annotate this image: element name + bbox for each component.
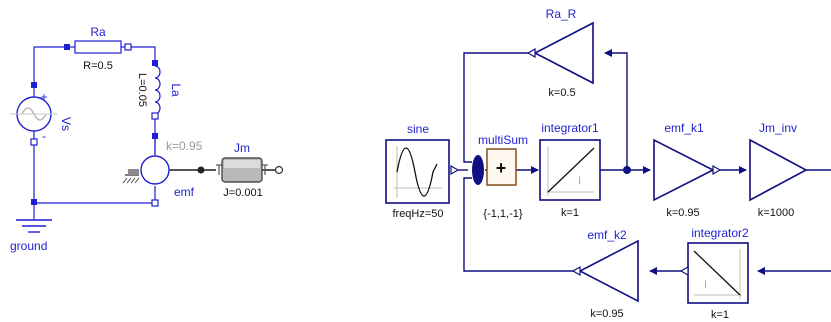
integrator1-param: k=1 [561,207,579,219]
block-diagram: sine freqHz=50 + multiSum {-1,1,-1} I in… [385,7,831,321]
multisum-name: multiSum [478,133,528,147]
multisum-block[interactable]: + multiSum {-1,1,-1} [478,133,528,220]
inductor-param: L=0.05 [136,73,148,107]
integrator2-name: integrator2 [691,226,749,240]
ra-r-name: Ra_R [546,7,577,21]
junction-dot [623,166,631,174]
electrical-circuit: Ra R=0.5 La L=0.05 + - Vs [10,25,284,253]
input-splitter [472,155,484,185]
ground-symbol[interactable]: ground [10,199,52,253]
wire-current-rar [604,49,628,170]
sine-name: sine [407,122,429,136]
inductor-name: La [169,83,183,97]
emf-k2-name: emf_k2 [587,228,627,242]
emf-k2-gain[interactable]: emf_k2 k=0.95 [571,228,639,320]
wire-vs-ra [33,46,69,85]
ground-name: ground [10,239,47,253]
wire-ra-la [128,46,156,63]
wire-rar-sum [463,52,530,163]
integrator1-icon-label: I [578,175,581,187]
ra-r-gain[interactable]: Ra_R k=0.5 [526,7,594,99]
jm-inv-param: k=1000 [758,207,794,219]
vs-plus: + [40,90,47,104]
integrator2-param: k=1 [711,309,729,321]
sine-block[interactable]: sine freqHz=50 [385,122,460,220]
sine-wave-icon [396,147,438,197]
inertia-name: Jm [234,141,250,155]
resistor-ra[interactable]: Ra R=0.5 [64,25,132,72]
ra-r-param: k=0.5 [548,87,575,99]
integrator1-block[interactable]: I integrator1 k=1 [539,121,601,219]
sine-param: freqHz=50 [392,208,443,220]
vs-minus: - [42,129,46,143]
emf-param: k=0.95 [166,139,203,153]
emf-name: emf [174,185,195,199]
emf-k1-gain[interactable]: emf_k1 k=0.95 [653,121,722,219]
emf-k1-name: emf_k1 [664,121,704,135]
emf-converter[interactable]: k=0.95 emf [122,133,203,207]
wire-bottom [33,142,156,204]
resistor-param: R=0.5 [83,60,113,72]
jm-inv-gain[interactable]: Jm_inv k=1000 [749,121,808,219]
wire-emfk2-sum [463,177,575,272]
emf-k1-param: k=0.95 [666,207,699,219]
resistor-name: Ra [90,25,106,39]
inductor-la[interactable]: La L=0.05 [136,60,183,120]
inertia-jm[interactable]: Jm J=0.001 [197,141,284,199]
voltage-source-vs[interactable]: + - Vs [10,82,73,146]
integrator1-name: integrator1 [541,121,599,135]
multisum-param: {-1,1,-1} [483,208,522,220]
jm-inv-name: Jm_inv [759,121,797,135]
inertia-param: J=0.001 [223,187,262,199]
emf-k2-param: k=0.95 [590,308,623,320]
sum-symbol: + [496,158,507,178]
source-name: Vs [59,117,73,131]
integrator2-block[interactable]: I integrator2 k=1 [679,226,749,321]
integrator2-icon-label: I [704,279,707,291]
